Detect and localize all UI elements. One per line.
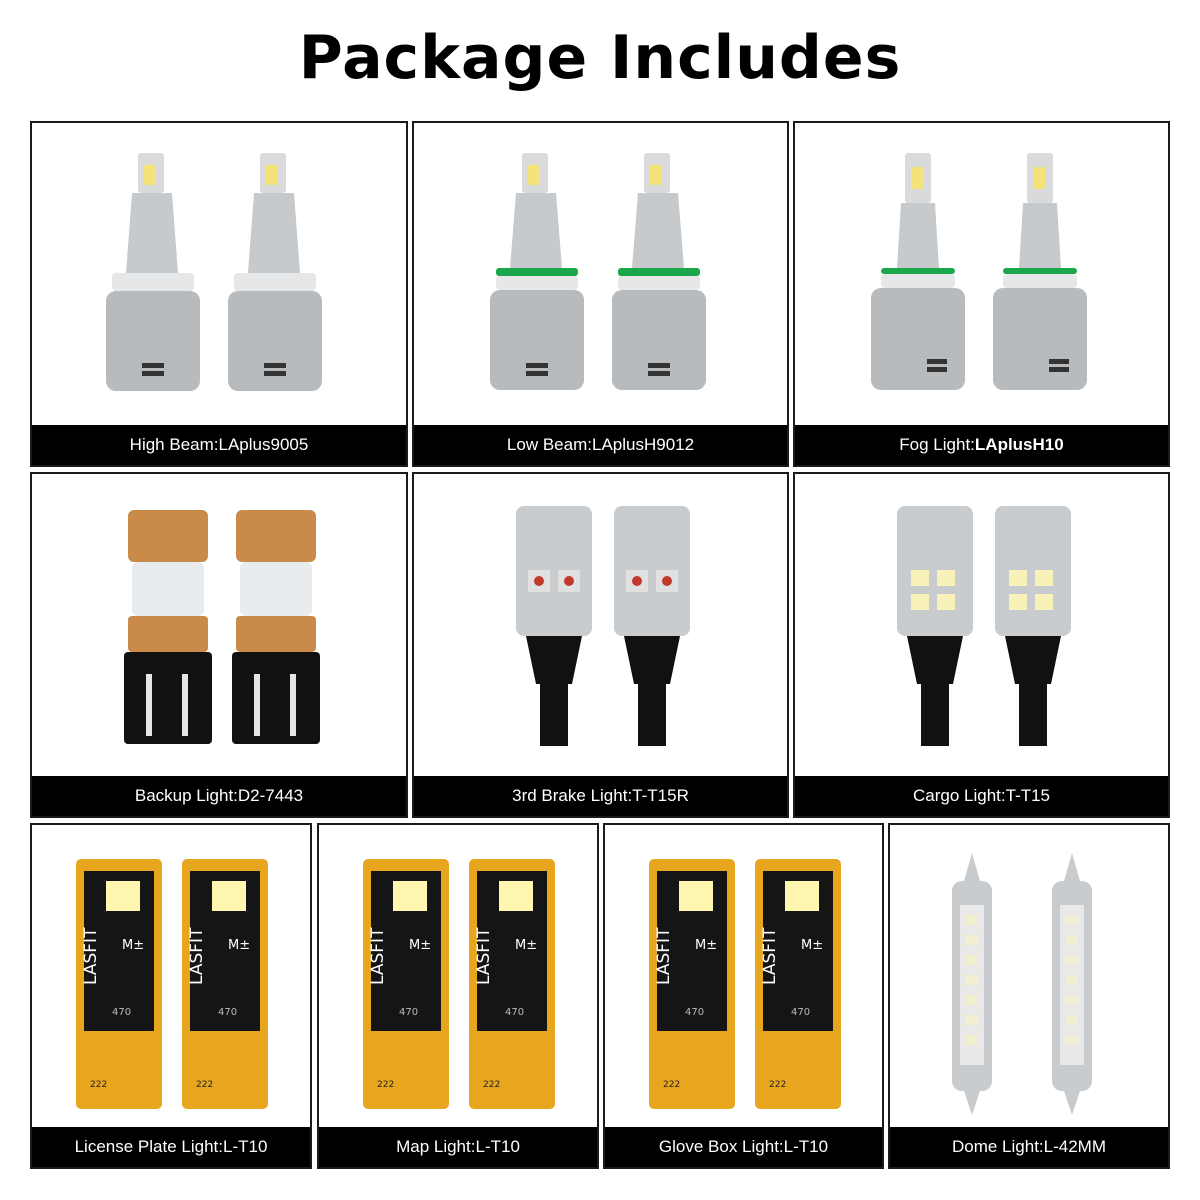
- card-map-light: LASFIT M± 470 222 LASFIT M± 470 222 Map …: [317, 823, 599, 1169]
- festoon-bulb-42mm-icon: [952, 853, 1092, 1115]
- pcb-res-text: 222: [769, 1080, 786, 1090]
- label-low-beam: Low Beam:LAplusH9012: [414, 425, 787, 465]
- pcb-bulb-t10-icon: LASFIT M± 470 222 LASFIT M± 470 222: [76, 859, 268, 1109]
- pcb-chip-text: 470: [399, 1007, 418, 1018]
- card-low-beam: Low Beam:LAplusH9012: [412, 121, 789, 467]
- brand-mark: LASFIT: [654, 927, 674, 985]
- pcb-chip-text: 470: [505, 1007, 524, 1018]
- pcb-chip-text: 470: [218, 1007, 237, 1018]
- pcb-chip-text: 470: [685, 1007, 704, 1018]
- pcb-chip-text: 470: [791, 1007, 810, 1018]
- card-backup-light: Backup Light:D2-7443: [30, 472, 408, 818]
- pcb-mode-text: M±: [228, 938, 250, 953]
- pcb-bulb-t10-icon: LASFIT M± 470 222 LASFIT M± 470 222: [649, 859, 841, 1109]
- pcb-mode-text: M±: [409, 938, 431, 953]
- label-glove-box-light: Glove Box Light:L-T10: [605, 1127, 882, 1167]
- label-3rd-brake-light: 3rd Brake Light:T-T15R: [414, 776, 787, 816]
- brand-mark: LASFIT: [760, 927, 780, 985]
- brand-mark: LASFIT: [474, 927, 494, 985]
- pcb-res-text: 222: [196, 1080, 213, 1090]
- brand-mark: LASFIT: [187, 927, 207, 985]
- card-dome-light: Dome Light:L-42MM: [888, 823, 1170, 1169]
- brand-mark: LASFIT: [368, 927, 388, 985]
- brand-mark: LASFIT: [81, 927, 101, 985]
- card-fog-light: Fog Light:LAplusH10: [793, 121, 1170, 467]
- wedge-bulb-t15-red-icon: [516, 506, 690, 746]
- pcb-chip-text: 470: [112, 1007, 131, 1018]
- wedge-bulb-t15-white-icon: [897, 506, 1071, 746]
- headlight-bulb-9005-icon: [106, 153, 322, 391]
- card-license-plate-light: LASFIT M± 470 222 LASFIT M± 470 222 Lice…: [30, 823, 312, 1169]
- pcb-res-text: 222: [483, 1080, 500, 1090]
- fog-bulb-h10-icon: [871, 153, 1087, 390]
- pcb-res-text: 222: [663, 1080, 680, 1090]
- card-cargo-light: Cargo Light:T-T15: [793, 472, 1170, 818]
- label-dome-light: Dome Light:L-42MM: [890, 1127, 1168, 1167]
- pcb-mode-text: M±: [122, 938, 144, 953]
- pcb-res-text: 222: [90, 1080, 107, 1090]
- pcb-mode-text: M±: [801, 938, 823, 953]
- wedge-bulb-7443-icon: [124, 510, 320, 744]
- page-title: Package Includes: [298, 23, 902, 93]
- headlight-bulb-h9012-icon: [490, 153, 706, 390]
- label-high-beam: High Beam:LAplus9005: [32, 425, 406, 465]
- label-fog-light: Fog Light:LAplusH10: [795, 425, 1168, 465]
- label-map-light: Map Light:L-T10: [319, 1127, 597, 1167]
- label-backup-light: Backup Light:D2-7443: [32, 776, 406, 816]
- card-high-beam: High Beam:LAplus9005: [30, 121, 408, 467]
- pcb-bulb-t10-icon: LASFIT M± 470 222 LASFIT M± 470 222: [363, 859, 555, 1109]
- pcb-mode-text: M±: [695, 938, 717, 953]
- card-glove-box-light: LASFIT M± 470 222 LASFIT M± 470 222 Glov…: [603, 823, 884, 1169]
- label-cargo-light: Cargo Light:T-T15: [795, 776, 1168, 816]
- label-license-plate-light: License Plate Light:L-T10: [32, 1127, 310, 1167]
- pcb-mode-text: M±: [515, 938, 537, 953]
- pcb-res-text: 222: [377, 1080, 394, 1090]
- card-3rd-brake-light: 3rd Brake Light:T-T15R: [412, 472, 789, 818]
